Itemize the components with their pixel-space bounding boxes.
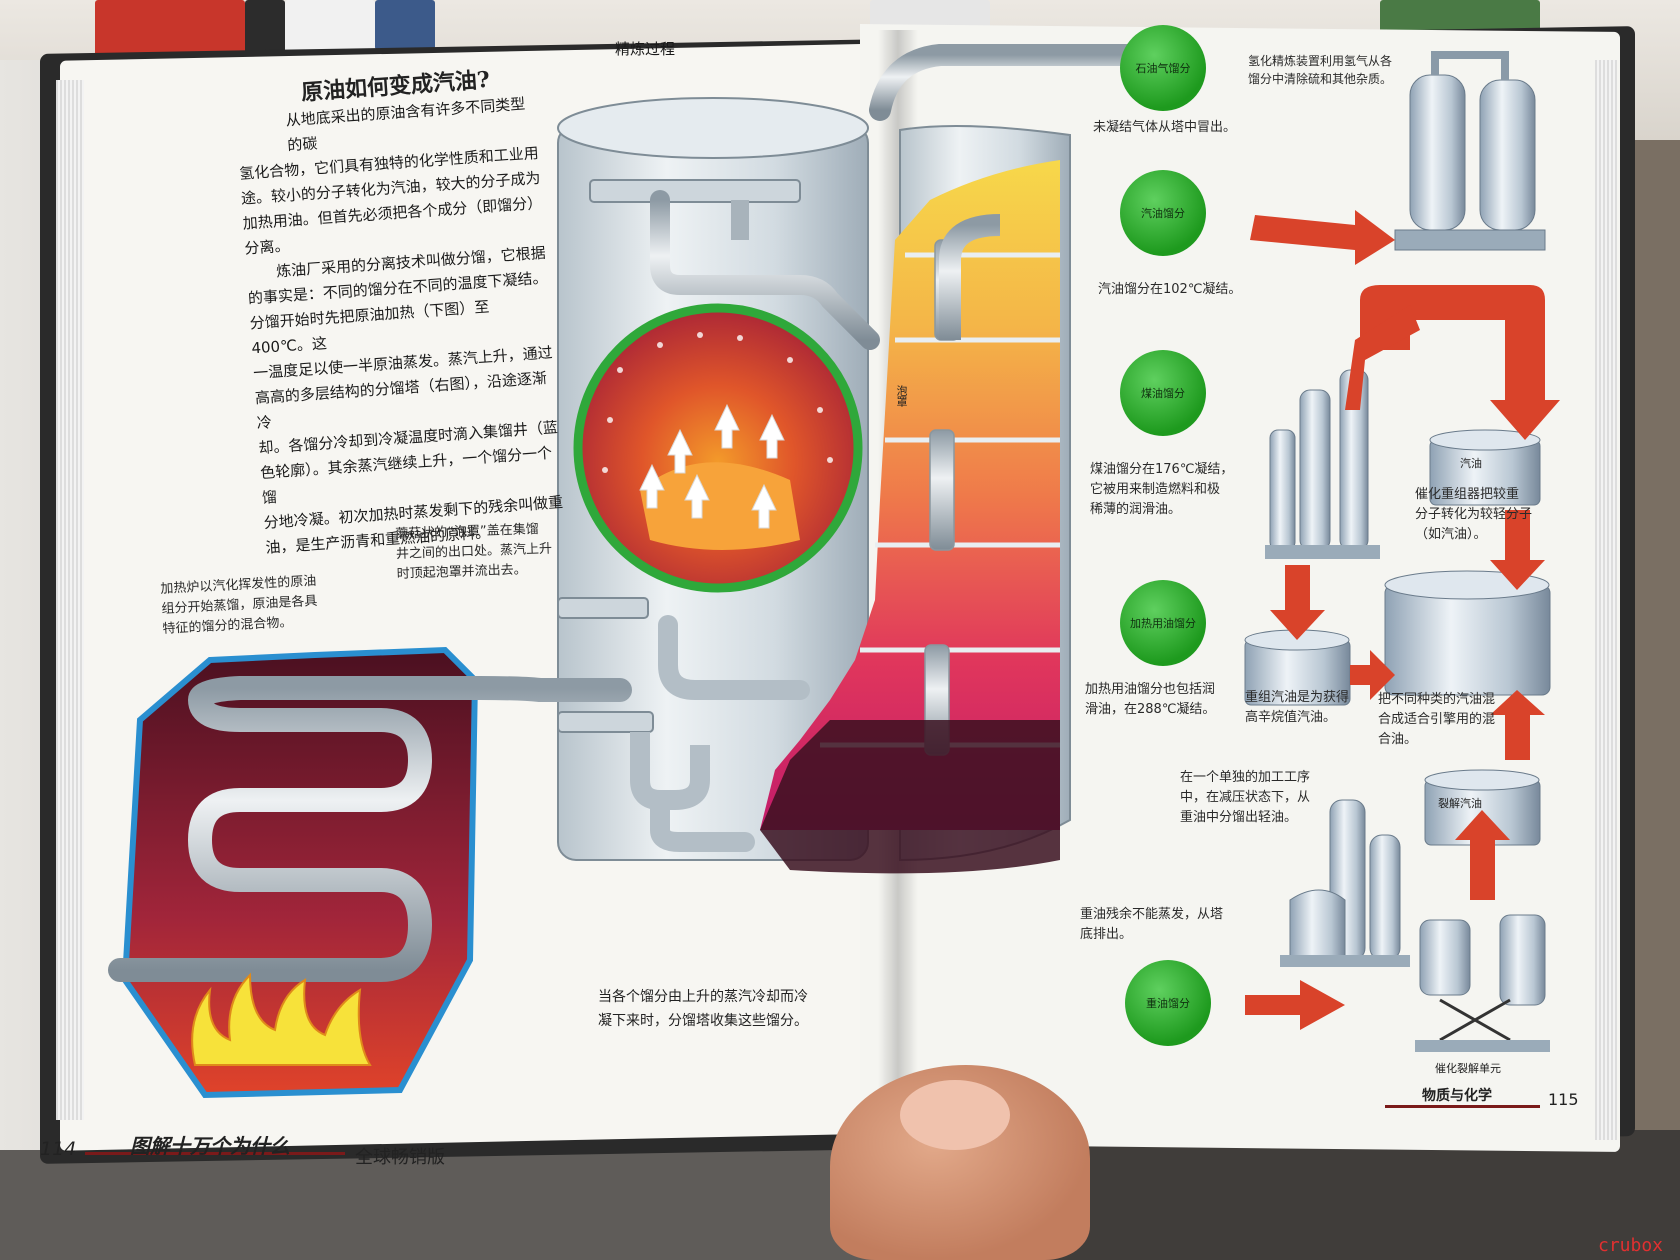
caption-line: 未凝结气体从塔中冒出。 [1093, 120, 1237, 135]
catalytic-reformer-caption: 催化重组器把较重 分子转化为较轻分子 （如汽油）。 [1415, 485, 1532, 545]
vacuum-distillation-unit [1280, 799, 1410, 967]
pants-right [980, 1130, 1680, 1260]
caption-line: 在一个单独的加工工序 [1180, 770, 1311, 785]
catalytic-cracking-unit [1415, 914, 1550, 1052]
reformed-gasoline-caption: 重组汽油是为获得 高辛烷值汽油。 [1245, 688, 1349, 728]
section-label: 精炼过程 [615, 40, 676, 58]
tank-label-cracked-gasoline: 裂解汽油 [1438, 797, 1482, 810]
caption-line: 重组汽油是为获得 [1245, 690, 1350, 705]
fraction-label: 汽油馏分 [1141, 207, 1185, 220]
page-stack-left [56, 80, 84, 1120]
bubble-cap-magnifier [573, 303, 863, 593]
background-book-white [285, 0, 375, 55]
watermark: crubox [1598, 1235, 1664, 1256]
caption-line: 煤油馏分在176℃凝结， [1090, 462, 1234, 477]
caption-line: 汽油馏分在102℃凝结。 [1098, 282, 1242, 297]
right-footer-label: 物质与化学 [1422, 1088, 1492, 1104]
column-collection-caption: 当各个馏分由上升的蒸汽冷却而冷 凝下来时，分馏塔收集这些馏分。 [598, 985, 808, 1033]
fraction-ball-gasoline: 汽油馏分 [1120, 170, 1206, 256]
caption-line: 分子转化为较轻分子 [1415, 507, 1533, 522]
fraction-label: 煤油馏分 [1141, 387, 1185, 400]
bubble-cap-label: 泡罩 [895, 385, 908, 407]
fraction-caption-heating-oil: 加热用油馏分也包括润 滑油，在288℃凝结。 [1085, 680, 1215, 720]
caption-line: 合成适合引擎用的混 [1378, 712, 1496, 727]
fraction-caption-kerosene: 煤油馏分在176℃凝结， 它被用来制造燃料和极 稀薄的润滑油。 [1090, 460, 1233, 520]
furnace-caption: 加热炉以汽化挥发性的原油 组分开始蒸馏，原油是各具 特征的馏分的混合物。 [160, 572, 319, 640]
tank-label-gasoline: 汽油 [1460, 457, 1482, 470]
blending-caption: 把不同种类的汽油混 合成适合引擎用的混 合油。 [1378, 690, 1495, 750]
caption-line: 重油残余不能蒸发，从塔 [1080, 907, 1224, 922]
catalytic-reformer-unit [1265, 369, 1380, 559]
caption-line: 合油。 [1378, 732, 1418, 747]
mushroom-cap-caption: 蘑菇状的“泡罩”盖在集馏 井之间的出口处。蒸汽上升 时顶起泡罩并流出去。 [395, 520, 553, 585]
hydrotreater-caption: 氢化精炼装置利用氢气从各 馏分中清除硫和其他杂质。 [1248, 52, 1392, 88]
footer-subtitle: 全球畅销版 [355, 1147, 445, 1168]
caption-line: 中，在减压状态下，从 [1180, 790, 1311, 805]
page-stack-right [1595, 60, 1617, 1140]
caption-line: 滑油，在288℃凝结。 [1085, 702, 1216, 717]
caption-line: （如汽油）。 [1415, 527, 1487, 542]
caption-line: 催化重组器把较重 [1415, 487, 1520, 502]
fraction-ball-kerosene: 煤油馏分 [1120, 350, 1206, 436]
caption-line: 当各个馏分由上升的蒸汽冷却而冷 [598, 989, 808, 1005]
footer-rule [85, 1152, 345, 1155]
heating-furnace [108, 646, 632, 1099]
left-page-number: 114 [40, 1138, 77, 1160]
fraction-caption-gasoline: 汽油馏分在102℃凝结。 [1098, 280, 1241, 300]
process-arrows [1245, 210, 1560, 1030]
vacuum-distillation-caption: 在一个单独的加工工序 中，在减压状态下，从 重油中分馏出轻油。 [1180, 768, 1310, 828]
fraction-caption-heavy-oil: 重油残余不能蒸发，从塔 底排出。 [1080, 905, 1223, 945]
fraction-label: 石油气馏分 [1135, 62, 1191, 75]
catalytic-cracking-label: 催化裂解单元 [1435, 1062, 1501, 1075]
right-footer-rule [1385, 1105, 1540, 1108]
intro-paragraph: 从地底采出的原油含有许多不同类型的碳 氢化合物，它们具有独特的化学性质和工业用 … [235, 91, 566, 561]
caption-line: 重油中分馏出轻油。 [1180, 810, 1298, 825]
caption-line: 凝下来时，分馏塔收集这些馏分。 [598, 1013, 808, 1029]
caption-line: 它被用来制造燃料和极 [1090, 482, 1221, 497]
fraction-ball-heavy-oil: 重油馏分 [1125, 960, 1211, 1046]
caption-line: 稀薄的润滑油。 [1090, 502, 1182, 517]
fraction-caption-petroleum-gas: 未凝结气体从塔中冒出。 [1093, 118, 1236, 138]
fraction-ball-heating-oil: 加热用油馏分 [1120, 580, 1206, 666]
caption-line: 氢化精炼装置利用氢气从各 [1248, 54, 1393, 68]
fraction-ball-petroleum-gas: 石油气馏分 [1120, 25, 1206, 111]
caption-line: 馏分中清除硫和其他杂质。 [1248, 72, 1393, 86]
background-book-blue [375, 0, 435, 50]
fraction-label: 重油馏分 [1146, 997, 1190, 1010]
caption-line: 把不同种类的汽油混 [1378, 692, 1496, 707]
caption-line: 底排出。 [1080, 927, 1133, 942]
caption-line: 加热用油馏分也包括润 [1085, 682, 1216, 697]
fraction-label: 加热用油馏分 [1130, 617, 1196, 630]
hydrotreater-unit [1394, 51, 1546, 251]
caption-line: 高辛烷值汽油。 [1245, 710, 1337, 725]
footer-title: 图解十万个为什么 [130, 1134, 290, 1158]
right-page-number: 115 [1548, 1090, 1579, 1109]
thumbnail [900, 1080, 1010, 1150]
